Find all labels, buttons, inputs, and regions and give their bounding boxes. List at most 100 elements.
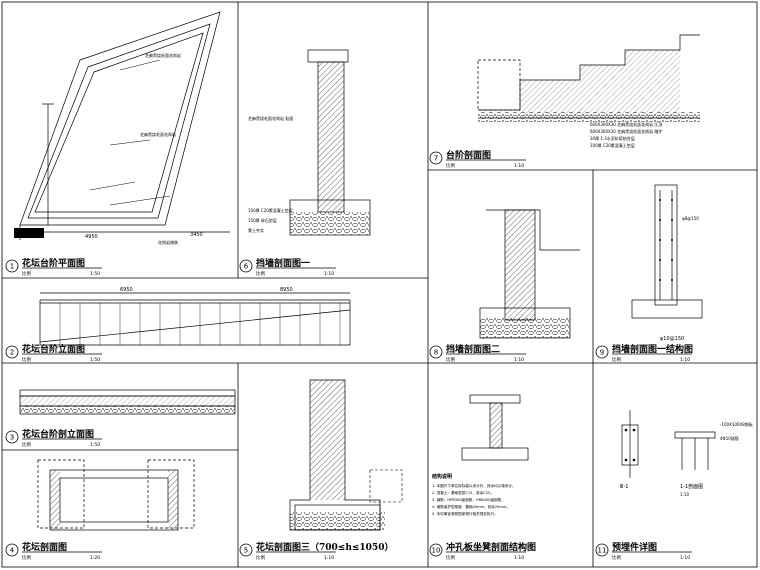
bed-wall-right bbox=[168, 470, 178, 530]
elev-dim-b: 8950 bbox=[280, 287, 293, 293]
wall-two-gravel bbox=[480, 318, 570, 338]
bench-note-3: 3. 钢筋：HPB300级钢筋，HRB400级钢筋。 bbox=[432, 497, 505, 502]
panel-number-circle bbox=[595, 345, 609, 359]
panel-number-circle bbox=[239, 259, 253, 273]
embed-a: -100X100X8钢板 bbox=[720, 421, 753, 427]
panel-title: 台阶剖面图 bbox=[446, 149, 491, 161]
wall-note-d: 素土夯实 bbox=[248, 227, 264, 233]
panel-number: 5 bbox=[244, 547, 248, 555]
wall-note-a: 芝麻黑烧毛面花岗岩 贴面 bbox=[248, 115, 293, 121]
panel-scale-label: 比例 bbox=[612, 554, 621, 561]
elevation-joints bbox=[59, 303, 341, 345]
bed-wall-left bbox=[50, 470, 60, 530]
struct-rebar: φ8@150 bbox=[682, 216, 699, 221]
plan-note: 芝麻黑烧毛面花岗岩 bbox=[145, 52, 181, 58]
panel-title: 冲孔板坐凳剖面结构图 bbox=[446, 541, 536, 553]
panel-number: 9 bbox=[600, 349, 604, 357]
elevation-drawing bbox=[39, 292, 351, 346]
embed-sec: Ⅲ-1 bbox=[620, 484, 628, 490]
bed-three-detail bbox=[369, 469, 403, 503]
panel-scale-label: 比例 bbox=[22, 356, 31, 363]
step-body bbox=[520, 50, 680, 118]
bench-column bbox=[490, 403, 502, 448]
panel-scale: 1:50 bbox=[90, 357, 100, 363]
panel-scale: 1:50 bbox=[90, 271, 100, 277]
plan-solid-block bbox=[14, 228, 44, 238]
wall-one-gravel bbox=[290, 212, 370, 235]
step-note-a: 600X300X30 芝麻黑烧毛面花岗岩 压顶 bbox=[590, 121, 662, 127]
elev-dim-a: 6950 bbox=[120, 287, 133, 293]
wall-structure-rebar bbox=[659, 199, 673, 281]
bench-notes-head: 结构说明 bbox=[432, 473, 452, 480]
panel-scale: 1:20 bbox=[90, 555, 100, 561]
panel-scale: 1:10 bbox=[514, 357, 524, 363]
bed-three-gravel bbox=[290, 512, 385, 530]
panel-scale-label: 比例 bbox=[22, 554, 31, 561]
panel-scale-label: 比例 bbox=[256, 270, 265, 277]
step-note-b: 600X300X30 芝麻黑烧毛面花岗岩 踏步 bbox=[590, 128, 662, 134]
panel-title: 挡墙剖面图一结构图 bbox=[612, 343, 693, 355]
panel-title: 花坛剖面图 bbox=[22, 541, 67, 553]
bench-note-4: 4. 钢筋保护层厚度：基础40mm，其余25mm。 bbox=[432, 504, 510, 509]
step-gravel bbox=[478, 112, 700, 122]
panel-scale: 1:10 bbox=[514, 555, 524, 561]
plan-dim-a: 3450 bbox=[190, 232, 203, 238]
panel-number: 6 bbox=[244, 263, 249, 271]
embed-drawing bbox=[621, 410, 716, 478]
bench-note-1: 1. 本图尺寸单位除标高以米计外，其余均以毫米计。 bbox=[432, 483, 516, 488]
panel-scale: 1:10 bbox=[514, 163, 524, 169]
panel-number: 2 bbox=[10, 349, 14, 357]
panel-scale-label: 比例 bbox=[256, 554, 265, 561]
bed-three-wall bbox=[310, 380, 345, 500]
panel-scale-label: 比例 bbox=[22, 441, 31, 448]
plan-marker: 花岗岩铺装 bbox=[158, 239, 178, 245]
panel-scale-label: 比例 bbox=[22, 270, 31, 277]
step-note-d: 100厚 C20素混凝土垫层 bbox=[590, 142, 635, 148]
panel-number-circle bbox=[5, 345, 19, 359]
embed-b: 4Φ10锚筋 bbox=[720, 435, 739, 441]
panel-number: 8 bbox=[434, 349, 438, 357]
panel-number: 4 bbox=[10, 547, 15, 555]
struct-base: φ10@150 bbox=[660, 336, 684, 342]
embed-sec2: 1-1剖面图 bbox=[680, 483, 703, 490]
panel-number-circle bbox=[5, 543, 19, 557]
panel-scale: 1:10 bbox=[324, 271, 334, 277]
bench-note-2: 2. 混凝土：基础垫层C15，其余C25。 bbox=[432, 490, 494, 495]
plan-drawing bbox=[19, 11, 230, 240]
panel-scale-label: 比例 bbox=[612, 356, 621, 363]
panel-number: 1 bbox=[10, 263, 14, 271]
panel-title: 花坛剖面图三（700≤h≤1050） bbox=[256, 541, 393, 553]
plan-leaders bbox=[89, 59, 171, 206]
section-hatch bbox=[20, 396, 235, 406]
panel-title: 挡墙剖面图二 bbox=[446, 343, 500, 355]
embed-sec-scale: 1:10 bbox=[680, 492, 689, 497]
panel-title: 挡墙剖面图一 bbox=[256, 257, 310, 269]
panel-number-circle bbox=[429, 543, 443, 557]
wall-two-body bbox=[505, 210, 535, 320]
panel-scale: 1:10 bbox=[680, 357, 690, 363]
panel-scale-label: 比例 bbox=[446, 554, 455, 561]
plan-dim-b: 4950 bbox=[85, 234, 98, 240]
panel-scale: 1:50 bbox=[90, 442, 100, 448]
panel-number-circle bbox=[5, 259, 19, 273]
panel-title: 花坛台阶平面图 bbox=[22, 257, 85, 269]
panel-number-circle bbox=[429, 151, 443, 165]
panel-number-circle bbox=[595, 543, 609, 557]
section-gravel bbox=[20, 406, 235, 414]
panel-title: 预埋件详图 bbox=[612, 541, 657, 553]
panel-number: 10 bbox=[432, 547, 441, 555]
panel-scale-label: 比例 bbox=[446, 162, 455, 169]
plan-note-2: 芝麻黑烧毛面花岗岩 bbox=[140, 131, 176, 137]
panel-title: 花坛台阶剖立面图 bbox=[22, 428, 94, 440]
panel-title: 花坛台阶立面图 bbox=[22, 343, 85, 355]
panel-number: 7 bbox=[434, 155, 438, 163]
panel-scale: 1:10 bbox=[680, 555, 690, 561]
panel-scale: 1:10 bbox=[324, 555, 334, 561]
step-note-c: 30厚 1:3水泥砂浆结合层 bbox=[590, 135, 635, 141]
panel-number-circle bbox=[239, 543, 253, 557]
panel-number-circle bbox=[5, 430, 19, 444]
panel-number: 11 bbox=[598, 547, 607, 555]
panel-number-circle bbox=[429, 345, 443, 359]
